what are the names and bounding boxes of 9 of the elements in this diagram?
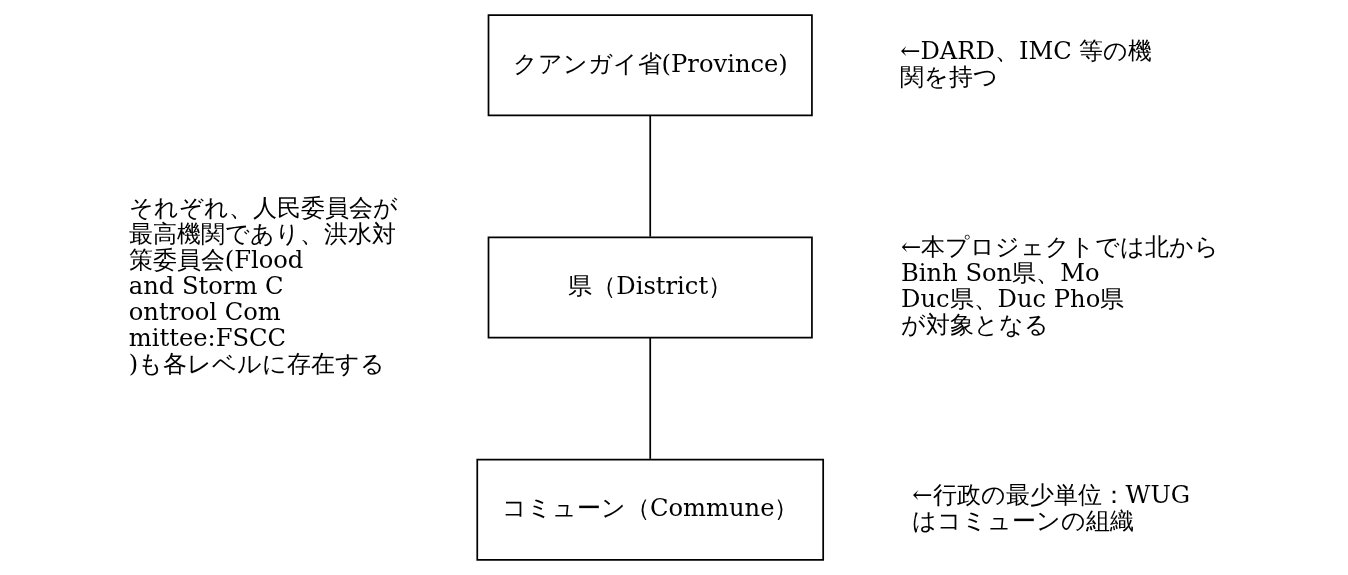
node-box: 県（District） [487,236,813,339]
connector [649,114,652,238]
node-box: クアンガイ省(Province) [487,14,813,117]
label: それぞれ、人民委員会が最高機関であり、洪水対策委員会(Flood and Storm Controol Committee:FSCC)も各レベルに存在する [128,194,398,378]
node-box: コミューン（Commune） [476,458,825,561]
node-label: ←本プロジェクトでは北からBinh Son県、Mo Duc県、Duc Pho県が対象となる [901,232,1220,339]
connector [649,336,652,460]
node-label: ←DARD、IMC 等の機関を持つ [900,36,1153,91]
node-label: ←行政の最少単位：WUG はコミューンの組織 [912,481,1191,536]
